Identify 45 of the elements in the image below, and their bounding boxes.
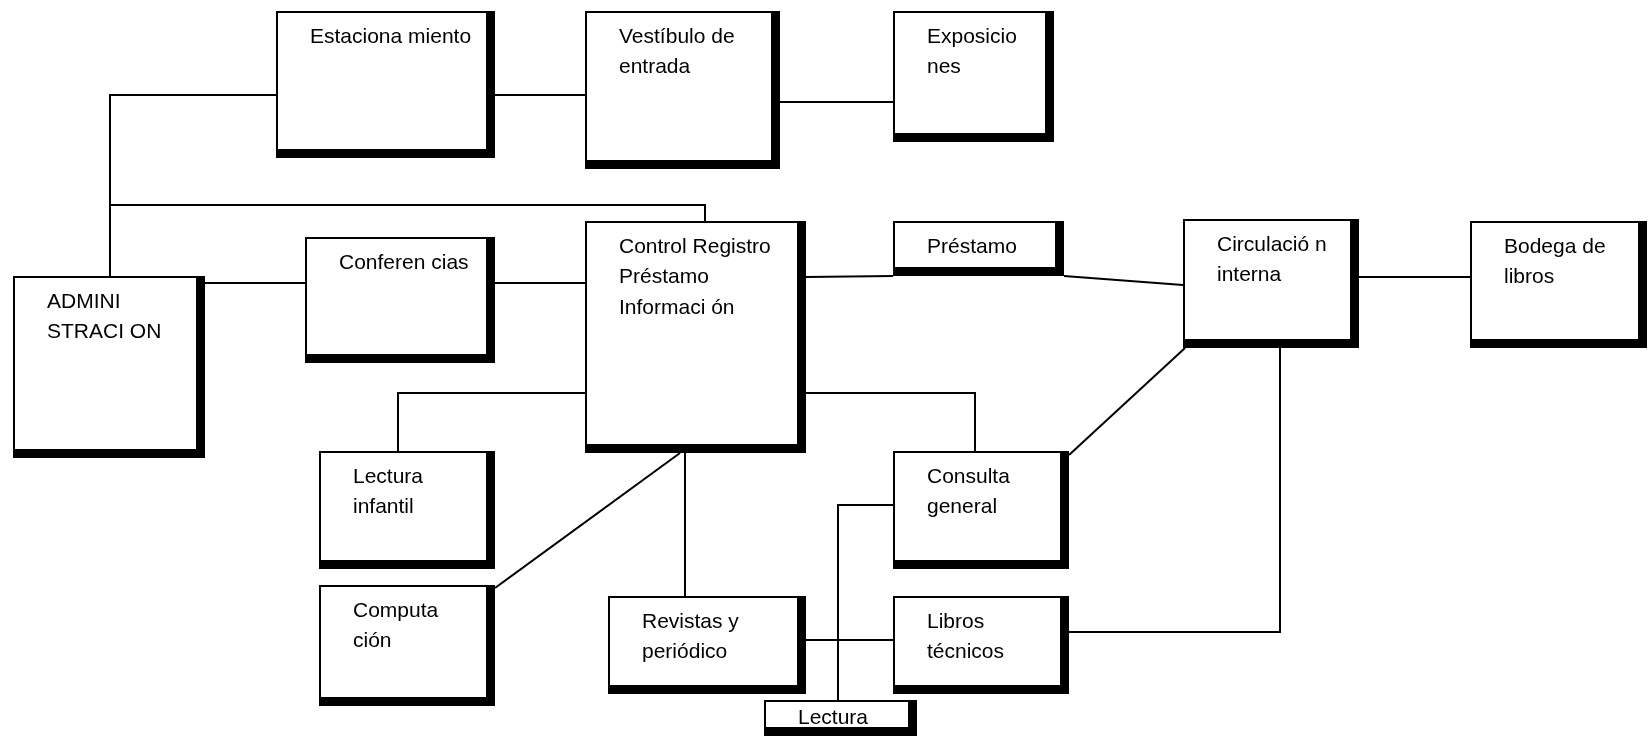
room-box	[1183, 219, 1359, 348]
connector-line	[1068, 347, 1281, 633]
room-label: Lectura	[798, 704, 869, 730]
connector-line	[1063, 275, 1184, 286]
connector-line	[837, 504, 894, 701]
connector-line	[684, 452, 686, 597]
connector-line	[805, 639, 894, 641]
connector-line	[494, 94, 586, 96]
connector-line	[494, 282, 586, 284]
room-box	[13, 276, 205, 458]
connector-line	[397, 392, 586, 452]
connector-line	[204, 282, 306, 284]
room-box	[893, 11, 1054, 142]
room-label: ADMINI STRACI ON	[47, 288, 163, 345]
room-label: Exposicio nes	[927, 23, 1018, 80]
room-label: Lectura infantil	[353, 463, 425, 520]
room-label: Revistas y periódico	[642, 608, 740, 665]
room-box	[893, 596, 1069, 694]
connector-line	[805, 275, 894, 278]
room-label: Préstamo	[927, 233, 1017, 259]
room-label: Conferen cias	[339, 249, 469, 275]
room-box	[585, 221, 806, 453]
room-label: Consulta general	[927, 463, 1011, 520]
room-box	[305, 237, 495, 363]
connector-line	[1358, 276, 1471, 278]
room-box	[764, 700, 917, 736]
room-label: Libros técnicos	[927, 608, 1006, 665]
room-label: Estaciona miento	[310, 23, 472, 49]
room-label: Control Registro Préstamo Informaci ón	[619, 233, 772, 320]
room-box	[585, 11, 780, 169]
room-label: Bodega de libros	[1504, 233, 1607, 290]
room-box	[319, 451, 495, 569]
room-label: Circulació n interna	[1217, 231, 1328, 288]
room-label: Computa ción	[353, 597, 440, 654]
connector-line	[805, 392, 976, 452]
connector-line	[494, 452, 681, 589]
room-box	[893, 451, 1069, 569]
connector-line	[1068, 347, 1186, 456]
connector-line	[779, 101, 894, 103]
room-box	[1470, 221, 1647, 348]
room-box	[276, 11, 495, 158]
room-box	[319, 585, 495, 706]
room-box	[608, 596, 806, 694]
room-label: Vestíbulo de entrada	[619, 23, 736, 80]
room-box	[893, 221, 1064, 276]
